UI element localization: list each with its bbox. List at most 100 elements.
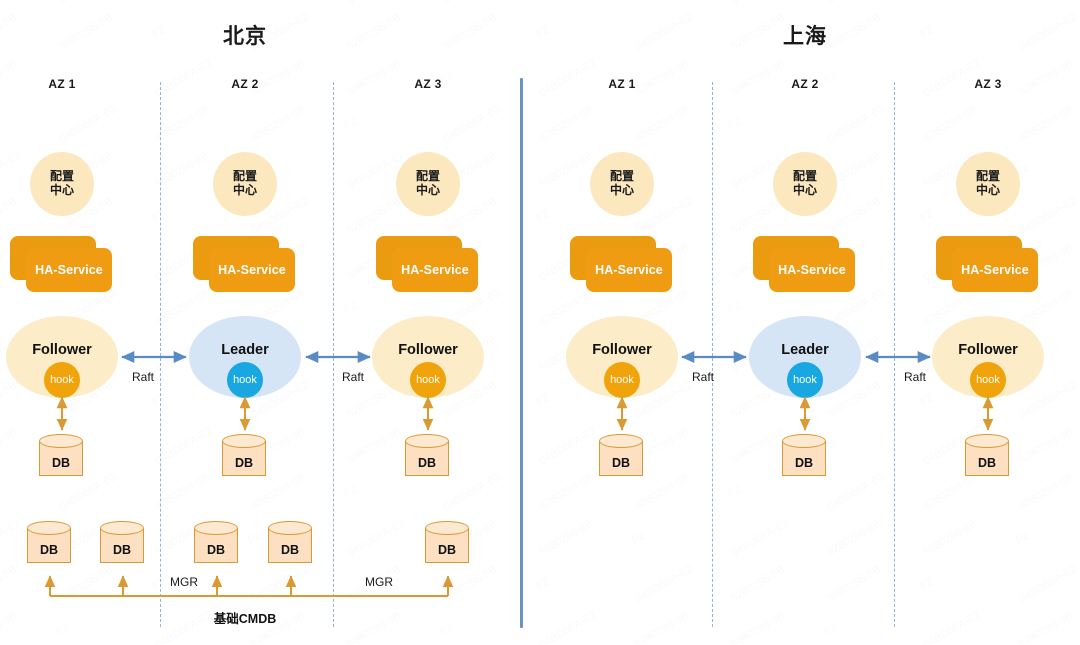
ha-service-card-front: HA-Service xyxy=(209,248,295,292)
node-role-label: Follower xyxy=(32,342,92,358)
config-center-line1: 配置 xyxy=(975,169,1000,184)
db-label: DB xyxy=(417,456,437,470)
hook-icon: hook xyxy=(227,362,263,398)
config-center-line2: 中心 xyxy=(232,183,257,197)
ha-service-card-front: HA-Service xyxy=(392,248,478,292)
az-divider-sh-1-2 xyxy=(712,82,713,627)
db-top xyxy=(782,434,826,448)
config-center-line1: 配置 xyxy=(609,169,634,184)
config-center-bj-az1: 配置 中心 xyxy=(30,152,94,216)
ha-service-label: HA-Service xyxy=(778,263,846,277)
az-label-sh-3: AZ 3 xyxy=(974,77,1002,91)
hook-icon: hook xyxy=(410,362,446,398)
config-center-line1: 配置 xyxy=(415,169,440,184)
db-label: DB xyxy=(977,456,997,470)
az-label-bj-2: AZ 2 xyxy=(231,77,259,91)
region-title-beijing: 北京 xyxy=(223,25,267,48)
raft-label-sh-left: Raft xyxy=(691,370,715,384)
node-sh-az2-leader: Leader hook xyxy=(749,316,861,398)
db-top xyxy=(222,434,266,448)
ha-service-sh-az2: HA-Service xyxy=(753,236,857,294)
ha-service-card-front: HA-Service xyxy=(952,248,1038,292)
db-sh-az2: DB xyxy=(782,434,828,484)
db-mgr-3: DB xyxy=(194,521,240,571)
config-center-line1: 配置 xyxy=(232,169,257,184)
db-label: DB xyxy=(794,456,814,470)
ha-service-bj-az1: HA-Service xyxy=(10,236,114,294)
ha-service-bj-az2: HA-Service xyxy=(193,236,297,294)
az-label-sh-1: AZ 1 xyxy=(608,77,636,91)
ha-service-label: HA-Service xyxy=(35,263,103,277)
db-mgr-2: DB xyxy=(100,521,146,571)
db-label: DB xyxy=(112,543,132,557)
az-label-bj-3: AZ 3 xyxy=(414,77,442,91)
hook-icon: hook xyxy=(970,362,1006,398)
region-title-shanghai: 上海 xyxy=(783,25,827,48)
ha-service-sh-az3: HA-Service xyxy=(936,236,1040,294)
mgr-label-left: MGR xyxy=(170,575,198,589)
db-body xyxy=(268,528,312,563)
ha-service-bj-az3: HA-Service xyxy=(376,236,480,294)
db-mgr-5: DB xyxy=(425,521,471,571)
node-sh-az1-follower: Follower hook xyxy=(566,316,678,398)
config-center-bj-az3: 配置 中心 xyxy=(396,152,460,216)
hook-icon: hook xyxy=(787,362,823,398)
hook-icon: hook xyxy=(44,362,80,398)
config-center-line1: 配置 xyxy=(49,169,74,184)
db-body xyxy=(782,441,826,476)
db-top xyxy=(39,434,83,448)
db-top xyxy=(194,521,238,535)
db-label: DB xyxy=(437,543,457,557)
db-top xyxy=(100,521,144,535)
node-bj-az1-follower: Follower hook xyxy=(6,316,118,398)
db-top xyxy=(27,521,71,535)
config-center-bj-az2: 配置 中心 xyxy=(213,152,277,216)
db-sh-az1: DB xyxy=(599,434,645,484)
node-role-label: Follower xyxy=(398,342,458,358)
db-top xyxy=(268,521,312,535)
az-divider-bj-1-2 xyxy=(160,82,161,627)
node-bj-az2-leader: Leader hook xyxy=(189,316,301,398)
node-role-label: Leader xyxy=(781,342,829,358)
cmdb-bus-label: 基础CMDB xyxy=(213,612,277,626)
db-body xyxy=(39,441,83,476)
ha-service-label: HA-Service xyxy=(595,263,663,277)
node-bj-az3-follower: Follower hook xyxy=(372,316,484,398)
node-role-label: Leader xyxy=(221,342,269,358)
config-center-line2: 中心 xyxy=(49,183,74,197)
db-sh-az3: DB xyxy=(965,434,1011,484)
hook-icon: hook xyxy=(604,362,640,398)
db-label: DB xyxy=(611,456,631,470)
db-label: DB xyxy=(280,543,300,557)
ha-service-label: HA-Service xyxy=(401,263,469,277)
config-center-sh-az1: 配置 中心 xyxy=(590,152,654,216)
db-top xyxy=(405,434,449,448)
config-center-sh-az2: 配置 中心 xyxy=(773,152,837,216)
db-label: DB xyxy=(39,543,59,557)
db-top xyxy=(965,434,1009,448)
ha-service-label: HA-Service xyxy=(961,263,1029,277)
config-center-line2: 中心 xyxy=(792,183,817,197)
ha-service-card-front: HA-Service xyxy=(586,248,672,292)
db-label: DB xyxy=(206,543,226,557)
db-mgr-4: DB xyxy=(268,521,314,571)
db-bj-az3: DB xyxy=(405,434,451,484)
raft-label-sh-right: Raft xyxy=(903,370,927,384)
ha-service-card-front: HA-Service xyxy=(769,248,855,292)
az-divider-sh-2-3 xyxy=(894,82,895,627)
raft-label-bj-left: Raft xyxy=(131,370,155,384)
config-center-line2: 中心 xyxy=(609,183,634,197)
db-top xyxy=(599,434,643,448)
db-top xyxy=(425,521,469,535)
az-divider-bj-2-3 xyxy=(333,82,334,627)
db-bj-az1: DB xyxy=(39,434,85,484)
mgr-label-right: MGR xyxy=(365,575,393,589)
ha-service-sh-az1: HA-Service xyxy=(570,236,674,294)
ha-service-card-front: HA-Service xyxy=(26,248,112,292)
config-center-line1: 配置 xyxy=(792,169,817,184)
node-sh-az3-follower: Follower hook xyxy=(932,316,1044,398)
db-mgr-1: DB xyxy=(27,521,73,571)
